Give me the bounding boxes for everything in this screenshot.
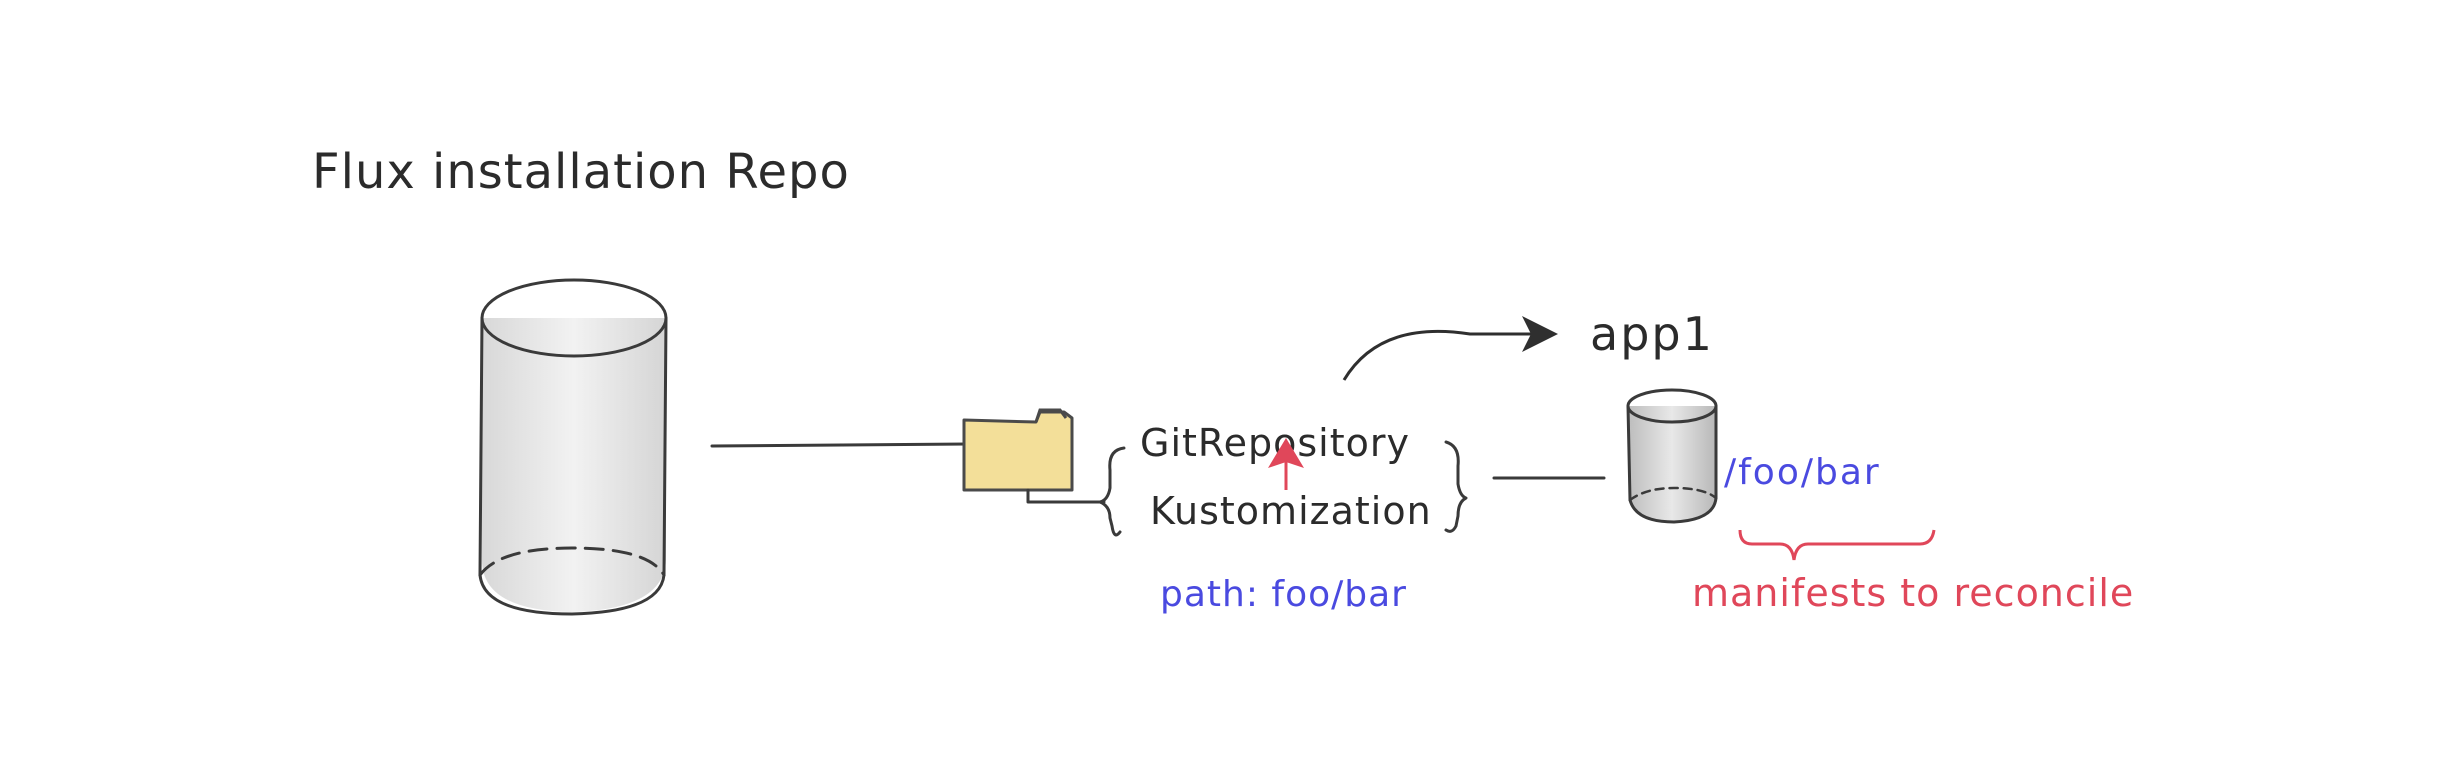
left-brace <box>1098 446 1126 537</box>
annotation-label: manifests to reconcile <box>1692 571 2134 615</box>
git-repository-label: GitRepository <box>1140 421 1410 465</box>
kustomization-label: Kustomization <box>1150 489 1432 533</box>
right-brace <box>1444 440 1468 533</box>
connector-line <box>710 442 970 448</box>
app-name-label: app1 <box>1590 307 1714 361</box>
diagram-title: Flux installation Repo <box>312 144 850 200</box>
folder-icon <box>962 408 1074 492</box>
path-label: path: foo/bar <box>1160 574 1407 615</box>
flow-arrow <box>1342 316 1558 381</box>
annotation-brace <box>1738 529 1936 561</box>
cylinder-icon <box>478 278 668 616</box>
target-path-label: /foo/bar <box>1724 452 1881 493</box>
cylinder-icon <box>1626 388 1718 524</box>
folder-connector <box>1026 488 1106 504</box>
